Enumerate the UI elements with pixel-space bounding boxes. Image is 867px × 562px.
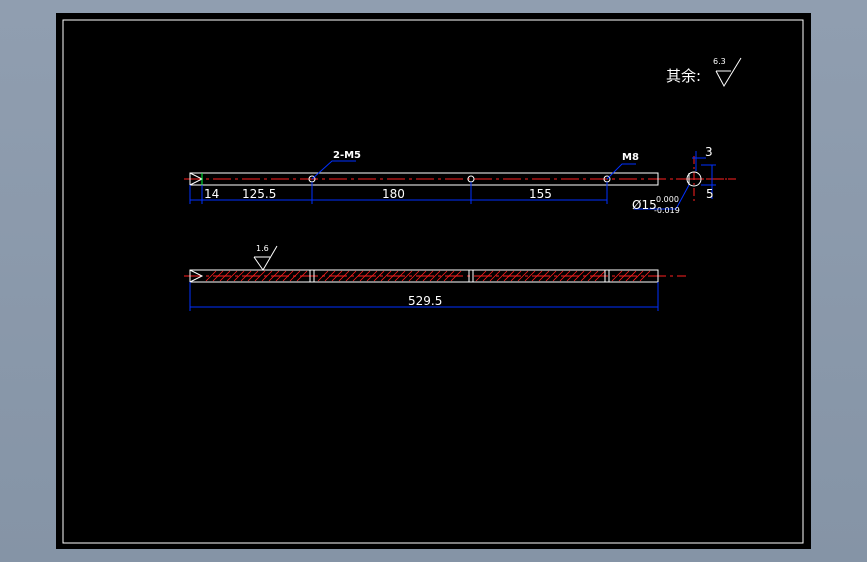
callout-m8: M8 [622,152,639,163]
general-roughness-note: 其余: 6.3 [666,57,742,88]
dim-155: 155 [529,187,552,201]
note-roughness-value: 6.3 [713,57,726,66]
chamfer-end-side [189,269,204,283]
roughness-symbol-icon [715,57,742,88]
leader-m8 [606,163,636,180]
dim-125-5: 125.5 [242,187,276,201]
shaft-side-view: 1.6 529.5 [184,244,686,311]
dimension-chain-top [189,182,608,204]
tol-lower: -0.019 [654,206,680,215]
dim-depth-5: 5 [706,187,714,201]
tol-upper: 0.000 [656,195,679,204]
shaft-outline-side [189,269,659,283]
dim-180: 180 [382,187,405,201]
dim-width-3: 3 [705,145,713,159]
shaft-cross-section: 3 5 Ø15 0.000 -0.019 [632,145,736,215]
roughness-symbol-side-icon [253,245,278,271]
section-circle [686,171,702,187]
drawing-frame [62,19,804,544]
dim-14: 14 [204,187,219,201]
section-dimensions [634,151,716,210]
hole-sections [309,270,610,282]
dim-total-length: 529.5 [408,294,442,308]
roughness-value-side: 1.6 [256,244,269,253]
overall-length-dimension [189,282,659,311]
callout-2-m5: 2-M5 [333,150,361,161]
dim-diameter: Ø15 [632,198,657,212]
note-prefix: 其余: [666,67,701,85]
section-hatching [205,270,651,282]
shaft-top-view: 2-M5 M8 14 125.5 180 155 [184,150,736,204]
drawing-canvas: 其余: 6.3 2-M5 M8 [62,19,804,544]
shaft-outline-top [189,172,659,186]
drawing-sheet[interactable]: 其余: 6.3 2-M5 M8 [56,13,811,549]
leader-2-m5 [311,160,356,180]
